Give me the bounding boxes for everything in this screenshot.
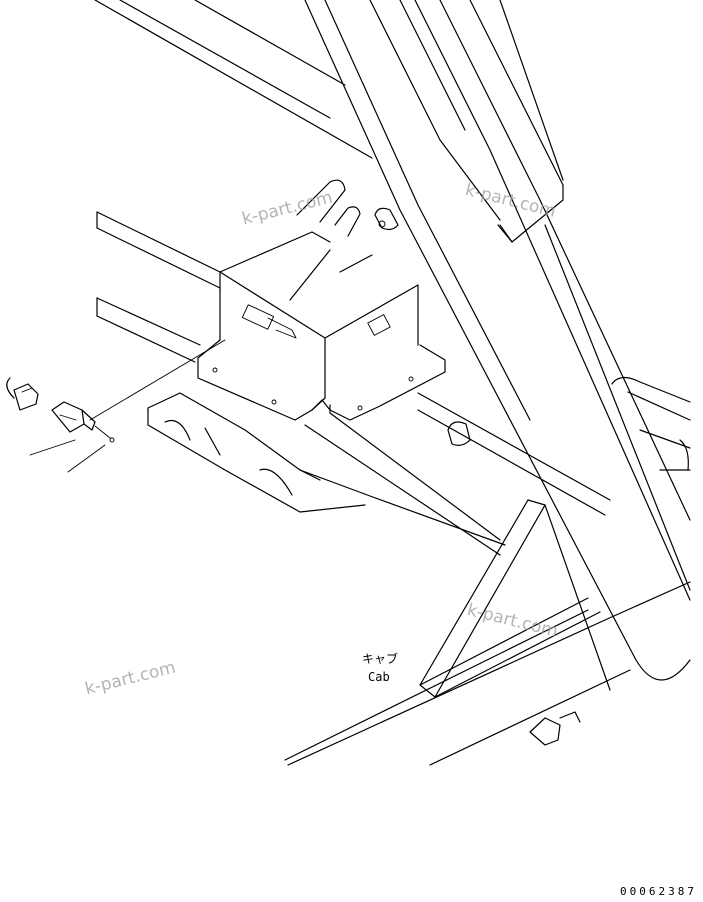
bulb-assembly — [6, 339, 226, 473]
cab-label-en: Cab — [368, 670, 390, 684]
lower-member — [147, 392, 506, 546]
upper-frame — [94, 0, 373, 159]
side-fitting — [611, 376, 691, 471]
cab-label-jp: キャブ — [362, 652, 399, 666]
relay-box — [197, 231, 446, 421]
floor-rails — [96, 211, 611, 556]
upper-tubes — [296, 179, 471, 446]
cab-post — [304, 0, 691, 681]
cab-frame — [284, 499, 691, 766]
drawing-code: 00062387 — [620, 885, 697, 898]
